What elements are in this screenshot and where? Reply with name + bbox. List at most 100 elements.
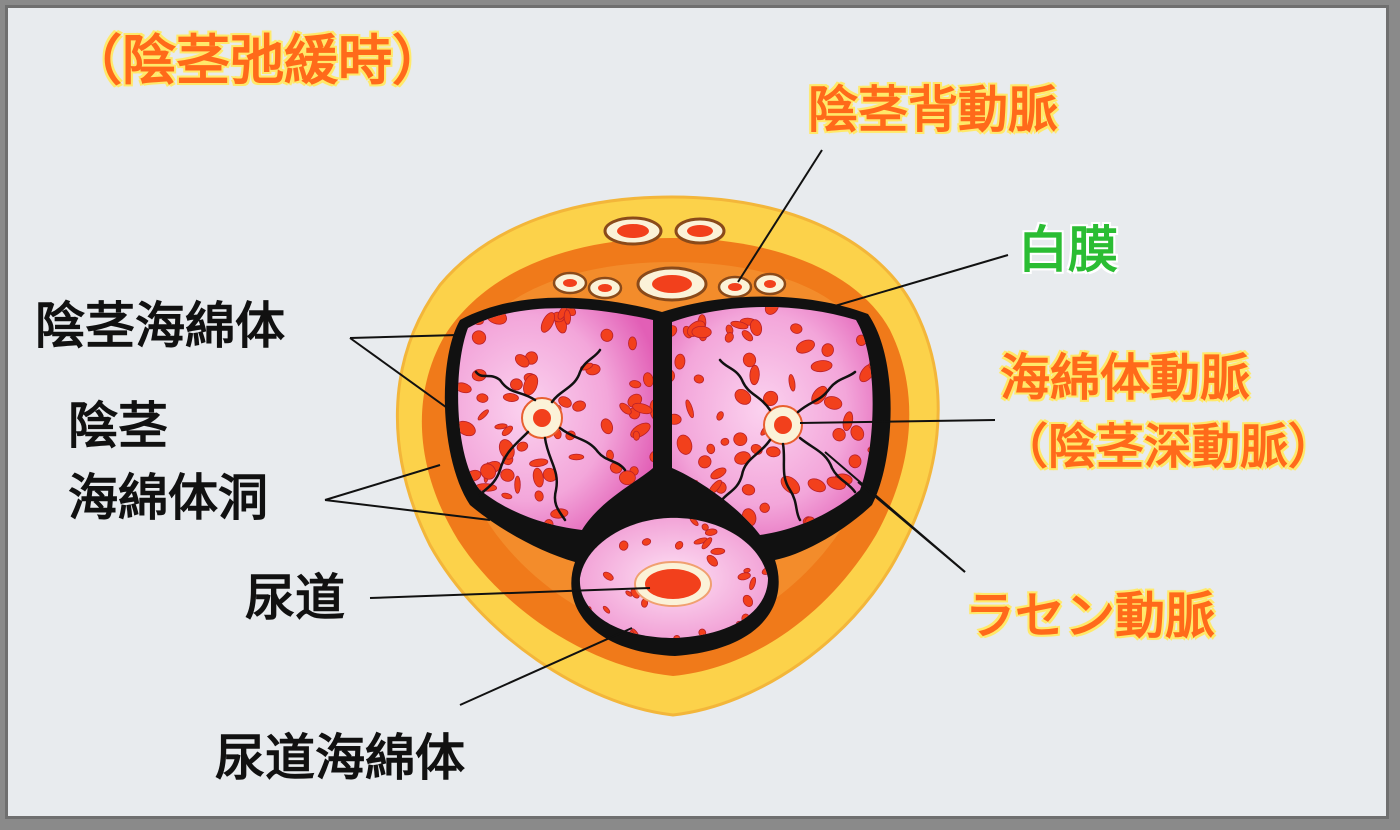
sinusoid-blob xyxy=(532,467,544,488)
sinusoid-blob xyxy=(534,490,544,502)
sinusoid-blob xyxy=(558,396,572,408)
label-corpus-spongiosum: 尿道海綿体 xyxy=(215,729,465,787)
cavernosal-arteries xyxy=(521,397,803,445)
leader-lines xyxy=(324,149,1009,706)
sinusoid-blob xyxy=(701,523,709,531)
label-sinus-line2: 海綿体洞 xyxy=(68,469,268,527)
label-urethra: 尿道 xyxy=(245,569,345,627)
sinusoid-blob xyxy=(716,411,724,421)
sinusoid-blob xyxy=(516,441,529,452)
sinusoid-blob xyxy=(600,418,614,435)
sinusoid-blob xyxy=(632,402,653,415)
sinusoid-blob xyxy=(850,425,865,441)
label-deep-artery: （陰茎深動脈） xyxy=(1000,419,1337,475)
sinusoid-blob xyxy=(672,325,678,338)
leader-cavernosum-2 xyxy=(349,337,451,411)
sinusoid-blob xyxy=(540,312,555,333)
sinusoid-blob xyxy=(619,470,636,486)
leader-sinus-2 xyxy=(324,499,491,521)
sinusoid-blob xyxy=(741,484,756,496)
sinusoid-blob xyxy=(471,330,487,345)
sinusoid-blob xyxy=(796,339,815,354)
sinusoid-blob xyxy=(848,454,862,469)
sinusoid-blob xyxy=(563,309,572,325)
sinusoid-blob xyxy=(629,380,642,389)
sinusoid-blob xyxy=(602,571,614,581)
leader-tunica xyxy=(827,254,1009,309)
sinusoid-blob xyxy=(501,492,513,500)
sinusoid-blob xyxy=(502,393,519,402)
sinusoid-blob xyxy=(676,434,693,455)
sinusoid-blob xyxy=(572,400,586,412)
leader-urethra xyxy=(369,587,651,599)
sinusoid-blob xyxy=(642,372,653,388)
label-sinus-line1: 陰茎 xyxy=(68,397,168,455)
sinusoid-blob xyxy=(693,374,705,384)
sinusoid-blob xyxy=(720,437,730,446)
diagram-title: （陰茎弛緩時） xyxy=(68,29,446,92)
sinusoid-blob xyxy=(790,323,803,334)
sinusoid-blob xyxy=(602,605,611,614)
sinusoid-blob xyxy=(749,319,763,336)
sinusoid-blob xyxy=(710,467,727,480)
label-cavernosal-artery: 海綿体動脈 xyxy=(1000,349,1250,407)
sinusoid-blob xyxy=(733,432,748,447)
dorsal-vessels xyxy=(552,216,787,302)
sinusoid-blob xyxy=(710,547,726,555)
sinusoid-blob xyxy=(742,594,754,607)
sinusoid-blob xyxy=(568,453,585,461)
sinusoid-blob xyxy=(706,443,716,455)
sinusoid-blob xyxy=(823,396,843,410)
sinusoid-blob xyxy=(749,576,757,591)
sinusoid-blob xyxy=(458,382,472,394)
sinusoid-blob xyxy=(618,540,629,551)
sinusoid-blob xyxy=(788,374,796,392)
sinusoid-blob xyxy=(701,537,713,550)
sinusoid-blob xyxy=(649,450,653,463)
label-helicine-artery: ラセン動脈 xyxy=(965,587,1215,645)
sinusoid-blob xyxy=(632,430,641,441)
sinusoid-blob xyxy=(476,393,489,403)
sinusoid-blob xyxy=(724,332,734,343)
sinusoid-blob xyxy=(501,425,513,436)
sinusoid-blob xyxy=(764,307,779,315)
sinusoid-blob xyxy=(734,388,752,405)
sinusoid-blob xyxy=(480,463,497,480)
sinusoid-blob xyxy=(641,538,652,546)
sinusoid-blob xyxy=(685,399,694,419)
sinusoid-blob xyxy=(510,378,523,391)
sinusoid-blob xyxy=(458,420,476,437)
sinusoid-blob xyxy=(810,360,833,373)
sinusoid-blob xyxy=(691,325,712,339)
sinusoid-blob xyxy=(529,458,549,468)
sinusoid-blob xyxy=(477,409,489,421)
sinusoid-blob xyxy=(625,590,633,597)
sinusoid-blob xyxy=(674,353,686,370)
leader-sinus-1 xyxy=(324,464,441,501)
sinusoid-blob xyxy=(737,572,751,581)
sinusoid-blob xyxy=(832,428,846,442)
sinusoid-blob xyxy=(674,541,684,550)
leader-cavernosum-1 xyxy=(349,334,459,339)
urethra-lumen xyxy=(645,569,701,599)
label-corpus-cavernosum: 陰茎海綿体 xyxy=(35,297,285,355)
sinusoid-blob xyxy=(742,352,757,368)
sinusoid-blob xyxy=(500,468,515,482)
label-tunica-albuginea: 白膜 xyxy=(1018,221,1118,279)
sinusoid-blob xyxy=(600,328,614,342)
sinusoid-blob xyxy=(741,330,754,342)
leader-cavernosal-artery xyxy=(799,419,996,424)
leader-helicine-2 xyxy=(857,481,966,573)
sinusoid-blob xyxy=(514,354,530,368)
sinusoid-blob xyxy=(672,413,682,425)
sinusoid-blob xyxy=(628,336,637,351)
sinusoid-blob xyxy=(807,478,826,493)
sinusoid-blob xyxy=(619,402,632,415)
label-dorsal-artery: 陰茎背動脈 xyxy=(808,81,1058,139)
sinusoid-blob xyxy=(759,502,770,513)
corpus-cavernosum-left xyxy=(458,308,653,530)
sinusoid-blob xyxy=(766,446,781,458)
sinusoid-blob xyxy=(672,368,676,383)
sinusoid-blob xyxy=(706,554,718,567)
